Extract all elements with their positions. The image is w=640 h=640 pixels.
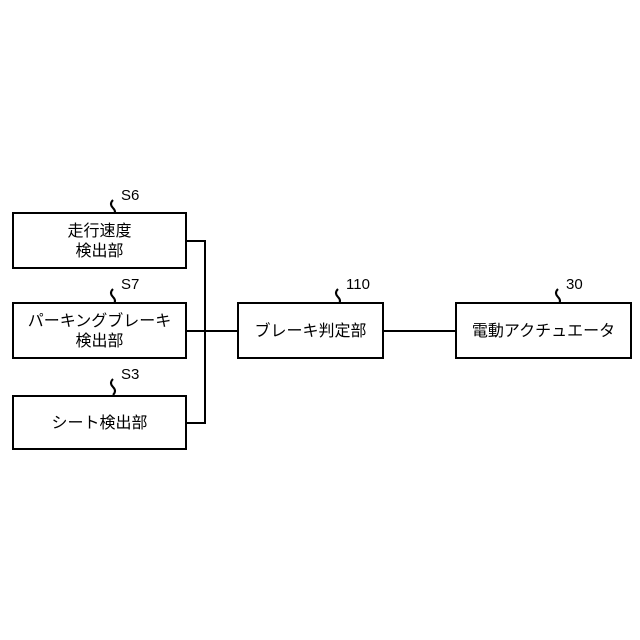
parking-brake-detector-block: パーキングブレーキ 検出部 — [12, 302, 187, 359]
block-label-line1: ブレーキ判定部 — [254, 321, 366, 341]
brake-judgment-block: ブレーキ判定部 — [237, 302, 384, 359]
ref-label-30: 30 — [566, 277, 583, 293]
block-label-line2: 検出部 — [75, 241, 123, 261]
travel-speed-detector-block: 走行速度 検出部 — [12, 212, 187, 269]
block-label-line1: シート検出部 — [51, 413, 147, 433]
ref-label-110: 110 — [346, 277, 370, 293]
electric-actuator-block: 電動アクチュエータ — [455, 302, 632, 359]
block-label-line2: 検出部 — [75, 331, 123, 351]
seat-detector-block: シート検出部 — [12, 395, 187, 450]
ref-label-s6: S6 — [121, 188, 139, 204]
ref-label-s7: S7 — [121, 277, 139, 293]
block-label-line1: 電動アクチュエータ — [472, 321, 615, 341]
block-label-line1: 走行速度 — [67, 221, 131, 241]
block-label-line1: パーキングブレーキ — [28, 311, 172, 331]
leader-s3 — [111, 379, 115, 395]
ref-label-s3: S3 — [121, 367, 139, 383]
